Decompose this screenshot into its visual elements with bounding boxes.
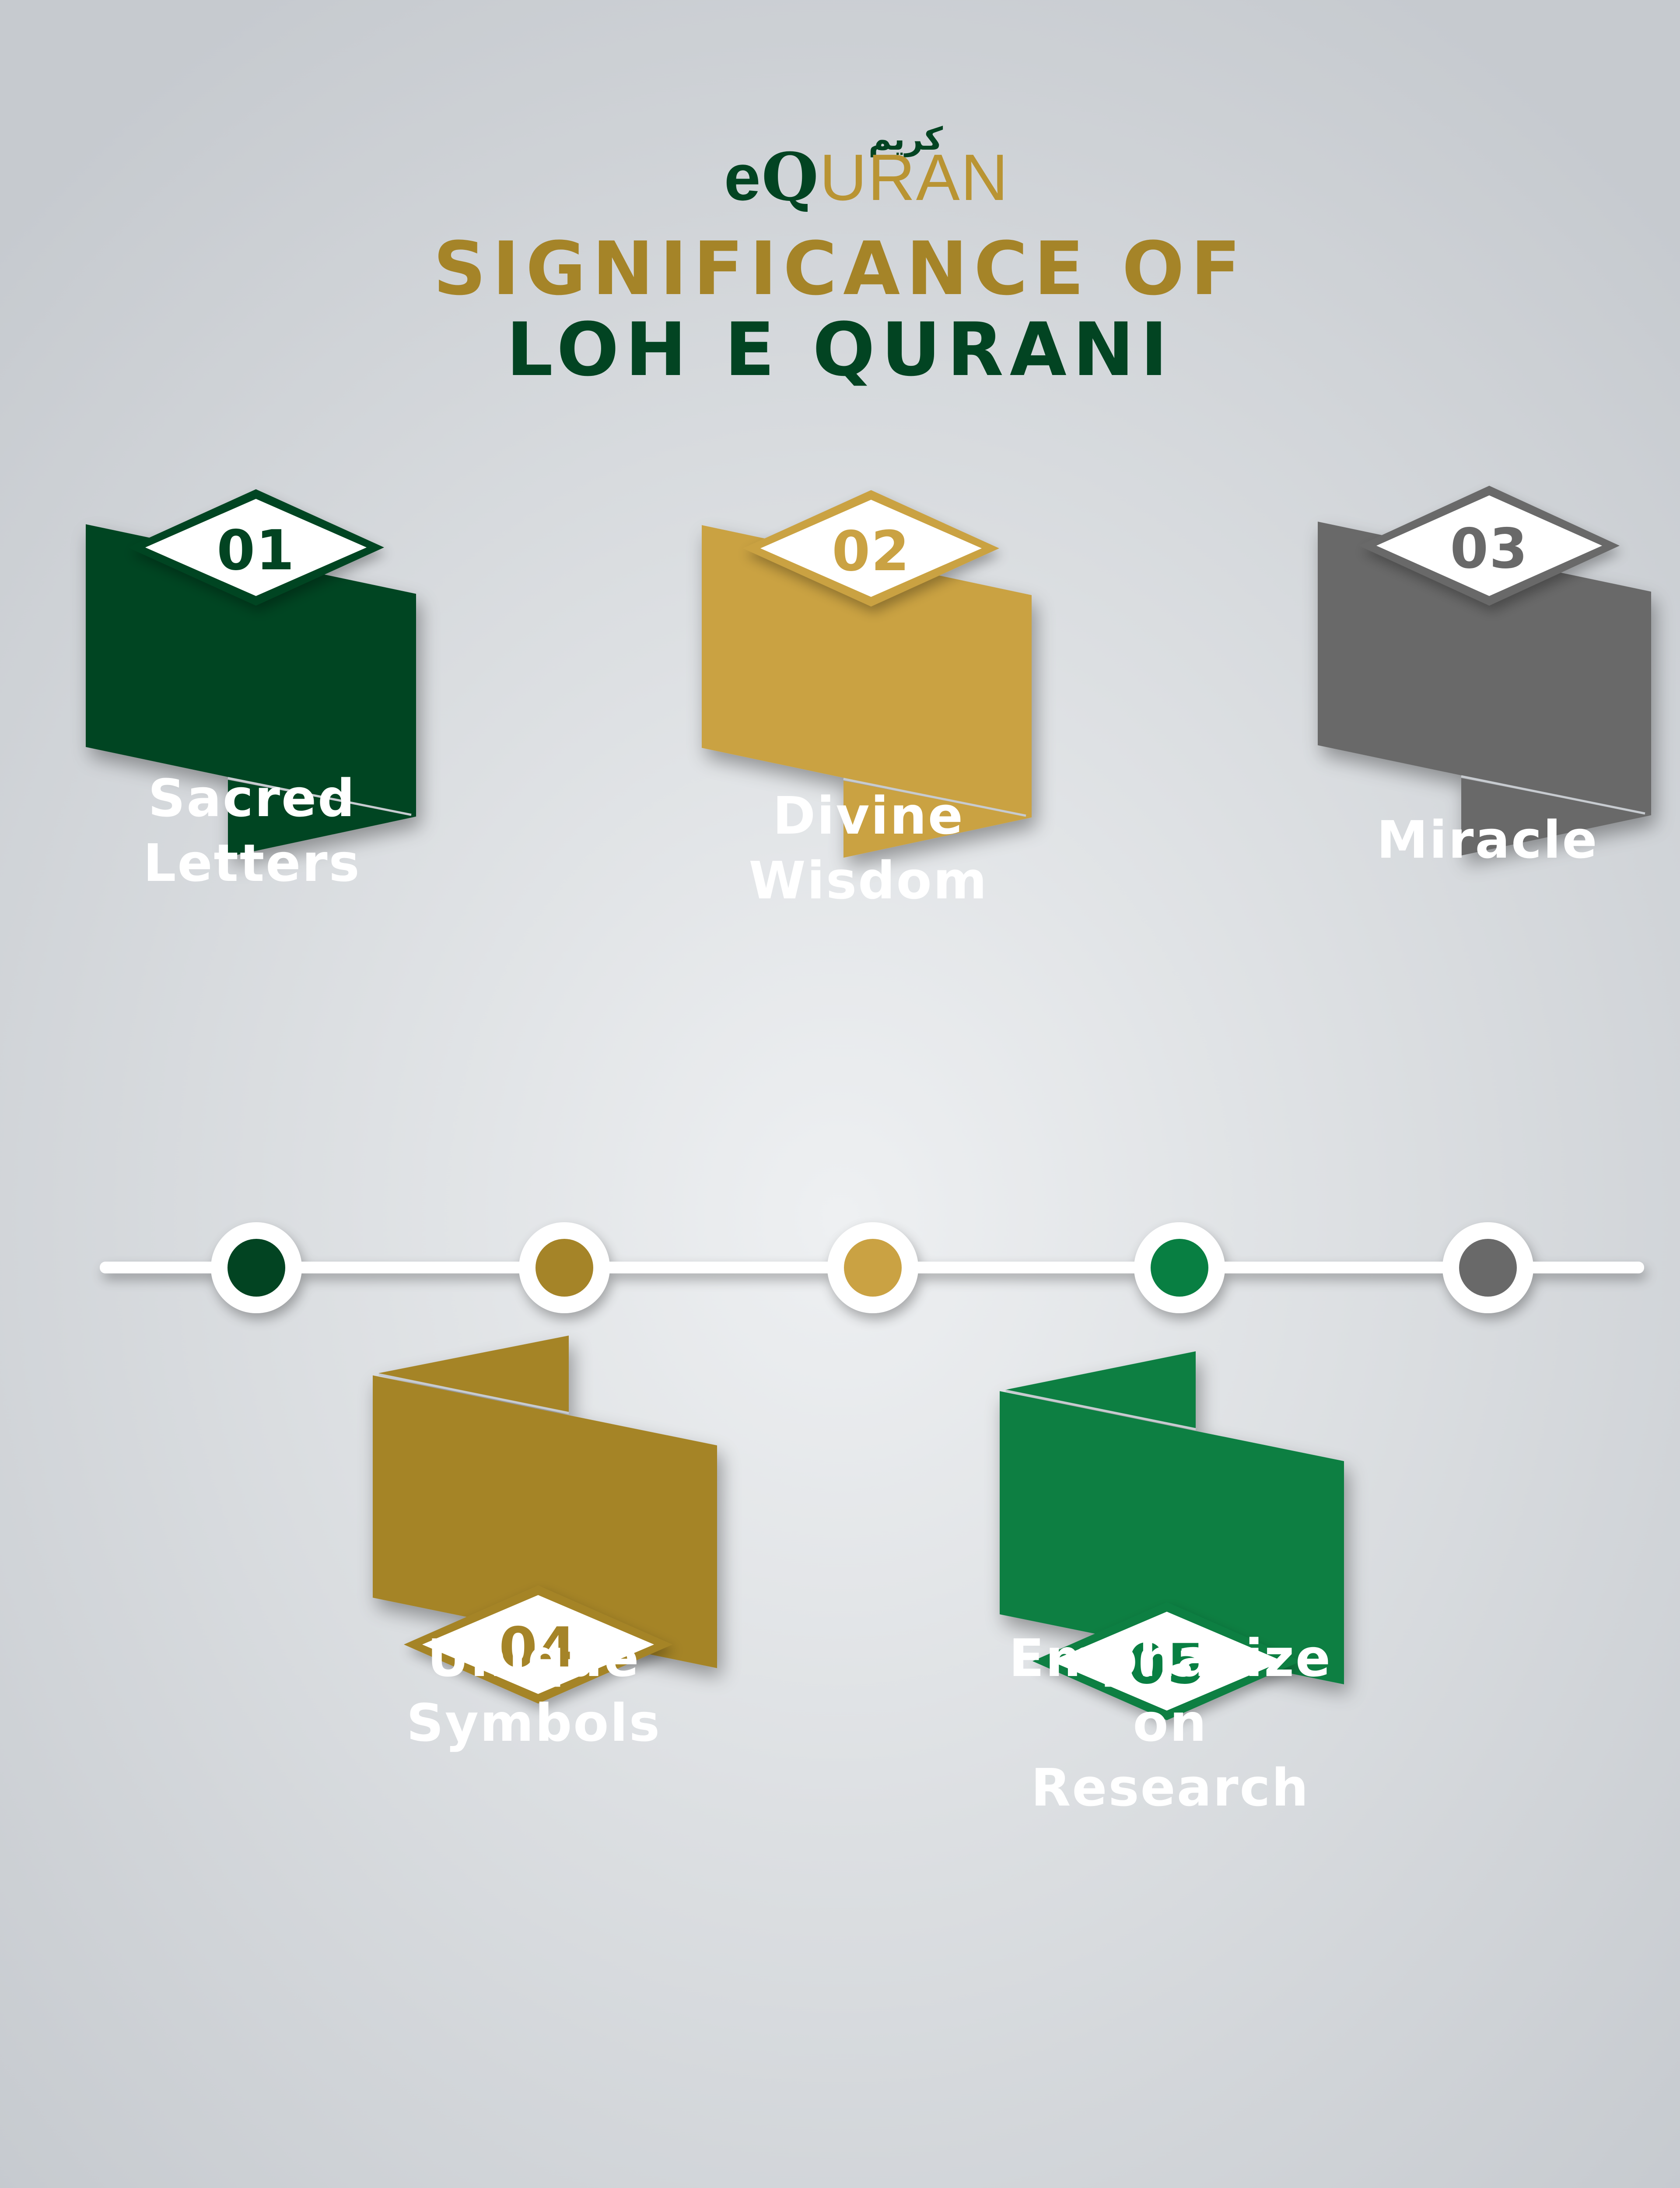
diamond-02 xyxy=(743,490,999,607)
ribbon-02 xyxy=(702,525,1032,858)
timeline-dot-3 xyxy=(844,1239,902,1297)
logo-rest: URAN xyxy=(819,140,1009,214)
item-number-04: 04 xyxy=(499,1615,578,1680)
diamond-03 xyxy=(1359,486,1620,606)
item-number-02: 02 xyxy=(832,519,910,583)
timeline-dot-2 xyxy=(536,1239,593,1297)
ribbon-01 xyxy=(86,524,416,857)
logo-q-letter: Q xyxy=(761,139,820,216)
page-title-line-1: SIGNIFICANCE OF xyxy=(433,226,1247,312)
item-number-05: 05 xyxy=(1127,1632,1206,1696)
diamond-01 xyxy=(128,489,384,606)
item-label-03: Miracle xyxy=(1376,810,1599,870)
item-label-02: Divine Wisdom xyxy=(749,785,988,911)
logo-arabic-text: كريم xyxy=(868,120,943,157)
logo-prefix: e xyxy=(724,140,762,214)
item-label-01: Sacred Letters xyxy=(143,768,361,893)
ribbon-05 xyxy=(1000,1351,1344,1684)
item-label-04: Unique Symbols xyxy=(406,1628,662,1753)
page-title-line-2: LOH E QURANI xyxy=(506,307,1174,393)
timeline-dot-1 xyxy=(228,1239,285,1297)
item-number-03: 03 xyxy=(1450,516,1529,581)
logo-wordmark: eQURAN xyxy=(724,144,1009,210)
ribbon-03 xyxy=(1318,522,1651,856)
timeline-dot-4 xyxy=(1151,1239,1208,1297)
ribbon-04 xyxy=(373,1336,717,1668)
brand-logo: كريم eQURAN xyxy=(0,66,1680,210)
diamond-04 xyxy=(404,1585,672,1704)
diamond-05 xyxy=(1032,1602,1301,1720)
item-label-05: Emphasize on Research xyxy=(1008,1628,1332,1818)
timeline-dot-5 xyxy=(1459,1239,1517,1297)
item-number-01: 01 xyxy=(217,518,295,582)
